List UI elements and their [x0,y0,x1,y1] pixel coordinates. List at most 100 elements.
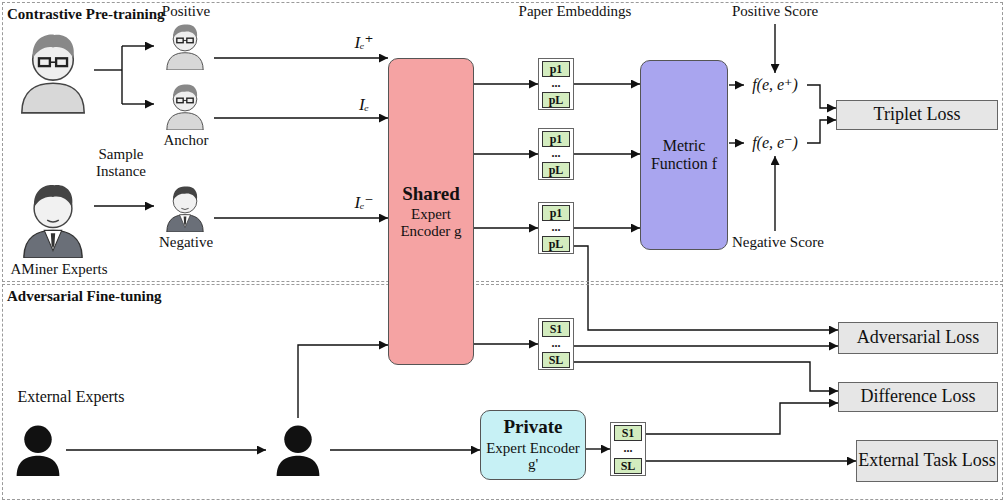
label-text: Iₑ⁻ [348,194,380,213]
flow-arrow [574,362,838,391]
flow-arrow [474,83,538,84]
expert-figure [24,185,82,258]
label-text: Negative Score [728,234,828,251]
sample-arrow [94,205,154,206]
score-arrow [774,156,775,231]
loss-arrow [807,85,836,108]
encoder-box: SharedExpert Encoder g [388,58,474,365]
node-text: pL [549,238,564,251]
label-text: Iₑ [348,96,380,115]
embedding-cell: p1 [542,61,570,77]
embedding-cell: SL [614,458,642,474]
flow-arrow [586,448,610,449]
node-text: Private [503,417,562,438]
flow-arrow [574,345,838,346]
loss-arrow [807,120,836,143]
node-text: pL [549,94,564,107]
sample-arrow [122,103,154,104]
external-arrow [66,449,266,450]
node-text: Shared [402,184,460,205]
embedding-cell: pL [542,236,570,252]
node-text: Expert Encoder g [389,206,473,239]
encoder-box: PrivateExpert Encoder g' [480,410,586,480]
branch-line [121,46,122,104]
loss-box: Difference Loss [838,382,998,412]
flow-arrow [474,227,538,228]
band-title: Adversarial Fine-tuning [3,285,166,308]
score-arrow [729,84,744,85]
node-text: Expert Encoder g' [481,440,585,473]
node-text: p1 [550,207,563,220]
node-text: SL [549,354,564,367]
embedding-stack: ...p1 pL [538,128,574,180]
node-text: pL [549,164,564,177]
flow-arrow [474,153,538,154]
node-text: ... [552,147,561,160]
input-arrow [214,217,388,218]
external-figure [17,426,60,476]
embedding-cell: pL [542,162,570,178]
flow-arrow [474,343,538,344]
anchor-figure [167,84,203,130]
flow-arrow [574,153,640,154]
embedding-stack: ... S1SL [610,422,646,476]
node-text: Triplet Loss [874,105,961,125]
score-arrow [729,142,744,143]
embedding-cell: pL [542,92,570,108]
sample-arrow [122,45,154,46]
node-text: p1 [550,63,563,76]
label-text: External Experts [6,388,136,406]
loss-box: Triplet Loss [836,100,998,130]
embedding-cell: SL [542,352,570,368]
node-text: Metric Function f [641,137,727,172]
label-text: Anchor [158,132,214,149]
stage-band: Adversarial Fine-tuningAdversarial LossD… [2,284,1003,500]
embedding-cell: S1 [542,321,570,337]
node-text: ... [624,442,633,455]
score-arrow [774,24,775,73]
label-text: AMiner Experts [4,261,114,278]
flow-arrow [646,460,856,461]
embedding-stack: ...p1 pL [538,58,574,110]
embedding-cell: p1 [542,131,570,147]
label-text: Sample Instance [86,146,156,179]
input-arrow [214,57,388,58]
flow-arrow [646,403,838,434]
loss-box: External Task Loss [856,440,998,482]
label-text: Negative [158,234,214,251]
stage-band: Contrastive Pre-training...p1pL...p1pL..… [2,2,1003,282]
external-arrow [330,449,480,450]
node-text: ... [552,77,561,90]
expert-figure [22,35,84,113]
node-text: S1 [550,323,563,336]
node-text: S1 [622,427,635,440]
label-text: Iₑ⁺ [348,34,380,53]
node-text: ... [552,337,561,350]
positive-figure [167,24,203,70]
metric-box: Metric Function f [640,60,728,250]
loss-box: Adversarial Loss [838,322,998,354]
embedding-cell: p1 [542,205,570,221]
embedding-cell: S1 [614,425,642,441]
node-text: External Task Loss [858,451,995,471]
node-text: p1 [550,133,563,146]
input-arrow [214,117,388,118]
branch-line [94,69,122,70]
embedding-stack: ...S1SL [538,318,574,370]
label-text: Positive [158,3,214,20]
band-title: Contrastive Pre-training [3,3,169,26]
label-text: Paper Embeddings [500,3,650,20]
external-figure [277,426,320,476]
label-text: f(e, e⁻) [740,134,810,152]
negative-figure [167,186,203,232]
node-text: ... [552,221,561,234]
node-text: Adversarial Loss [857,328,979,348]
node-text: SL [621,460,636,473]
label-text: f(e, e⁺) [740,76,810,94]
flow-arrow [574,227,640,228]
label-text: Positive Score [730,3,820,20]
flow-arrow [574,83,640,84]
